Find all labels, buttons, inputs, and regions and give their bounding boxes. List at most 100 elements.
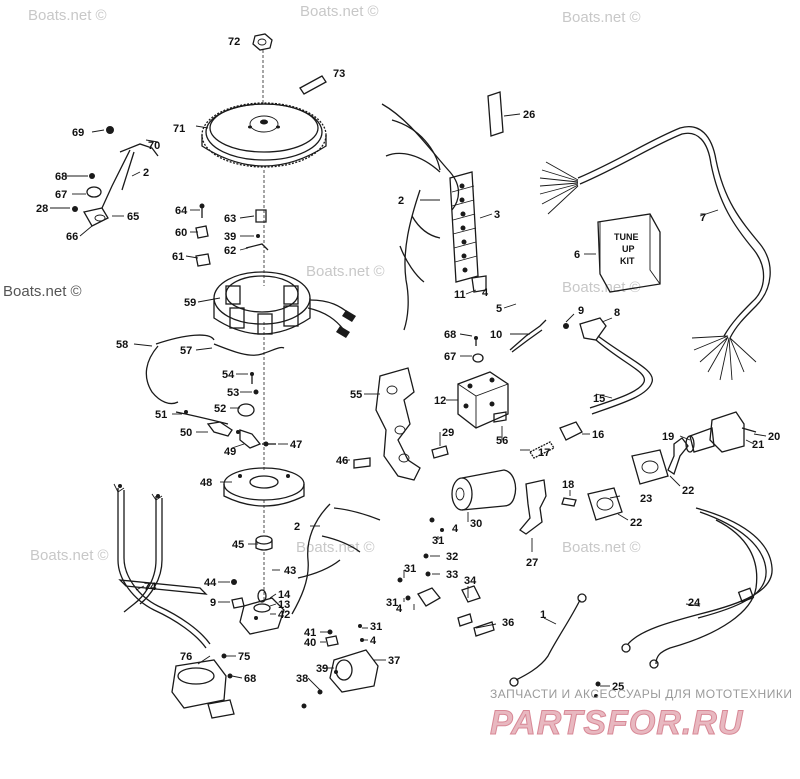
callout: 9 — [210, 597, 216, 609]
callout: 38 — [296, 673, 308, 685]
part-flywheel — [201, 102, 327, 168]
part-center-hardware — [397, 517, 495, 637]
part-main-harness — [539, 126, 771, 381]
callout: 11 — [454, 289, 466, 301]
part-bushing — [255, 535, 273, 551]
callout: 63 — [224, 213, 236, 225]
callout: 4 — [482, 287, 489, 299]
part-ground-lead — [515, 599, 581, 681]
callout: 34 — [464, 575, 477, 587]
callout: 51 — [155, 409, 167, 421]
wire-harness — [381, 103, 460, 211]
callout: 39 — [316, 663, 328, 675]
part-ground-lead — [577, 593, 587, 603]
callout: 4 — [396, 603, 403, 615]
callout: 49 — [224, 446, 236, 458]
watermark: Boats.net © — [28, 7, 107, 24]
callout: 32 — [446, 551, 458, 563]
wire-harness — [391, 119, 441, 171]
callout: 65 — [127, 211, 139, 223]
callout: 9 — [578, 305, 584, 317]
callout: 4 — [452, 523, 459, 535]
callout: 40 — [304, 637, 316, 649]
callout: 5 — [496, 303, 502, 315]
watermark: Boats.net © — [562, 9, 641, 26]
callout: 47 — [290, 439, 302, 451]
callout: 31 — [370, 621, 382, 633]
part-ground-wire — [145, 345, 179, 405]
part-bracket-cluster — [72, 126, 159, 227]
part-nut — [252, 33, 273, 51]
callout: 2 — [294, 521, 300, 533]
callout: 66 — [66, 231, 78, 243]
part-spark-boot — [529, 421, 583, 459]
part-clamp — [519, 479, 547, 535]
kit-label: KIT — [620, 256, 635, 266]
callout: 75 — [238, 651, 250, 663]
part-mount-bracket — [375, 367, 421, 481]
callout: 12 — [434, 395, 446, 407]
callout: 42 — [278, 609, 290, 621]
part-coil-lead — [472, 317, 653, 415]
callout: 27 — [526, 557, 538, 569]
part-strip — [487, 91, 504, 137]
wire-harness — [403, 189, 421, 331]
callout: 29 — [442, 427, 454, 439]
callout-layer: 72 73 71 69 70 68 2 67 28 65 66 26 2 3 7… — [36, 36, 780, 693]
wire-harness — [333, 507, 381, 521]
callout: 3 — [494, 209, 500, 221]
part-starter-solenoid — [301, 624, 379, 709]
callout: 62 — [224, 245, 236, 257]
callout: 56 — [496, 435, 508, 447]
callout: 60 — [175, 227, 187, 239]
watermark: Boats.net © — [562, 539, 641, 556]
part-solenoid-lower — [171, 653, 235, 719]
callout: 33 — [446, 569, 458, 581]
callout: 31 — [404, 563, 416, 575]
callout: 67 — [444, 351, 456, 363]
callout: 2 — [143, 167, 149, 179]
part-screw — [561, 497, 577, 507]
callout: 22 — [630, 517, 642, 529]
parts-layer: TUNE UP KIT — [72, 33, 773, 719]
callout: 68 — [244, 673, 256, 685]
watermark: Boats.net © — [30, 547, 109, 564]
callout: 43 — [284, 565, 296, 577]
callout: 41 — [304, 627, 316, 639]
wire-harness — [291, 503, 331, 615]
part-small-hardware — [195, 203, 269, 267]
brand-name: PARTSFOR.RU — [490, 704, 744, 742]
callout: 30 — [470, 518, 482, 530]
callout: 7 — [700, 212, 706, 224]
part-screw — [595, 681, 601, 687]
wire-harness — [399, 245, 425, 283]
part-lower-harness — [113, 483, 211, 649]
watermark-layer: Boats.net © Boats.net © Boats.net © Boat… — [3, 3, 641, 564]
callout: 22 — [682, 485, 694, 497]
part-switch-plates — [587, 449, 669, 521]
leader-lines — [50, 50, 767, 691]
wire-harness — [321, 535, 361, 553]
callout: 55 — [350, 389, 362, 401]
callout: 71 — [173, 123, 185, 135]
watermark: Boats.net © — [3, 283, 82, 300]
callout: 19 — [662, 431, 674, 443]
part-clip — [471, 275, 487, 293]
callout: 39 — [224, 231, 236, 243]
callout: 74 — [144, 581, 157, 593]
callout: 48 — [200, 477, 212, 489]
callout: 36 — [502, 617, 514, 629]
part-trigger-hardware — [175, 372, 262, 449]
callout: 1 — [540, 609, 546, 621]
part-battery-cables — [621, 507, 773, 669]
callout: 68 — [444, 329, 456, 341]
callout: 4 — [370, 635, 377, 647]
part-screw — [594, 694, 598, 698]
callout: 15 — [593, 393, 605, 405]
callout: 25 — [612, 681, 624, 693]
watermark: Boats.net © — [306, 263, 385, 280]
part-wire-loop — [213, 343, 285, 356]
callout: 68 — [55, 171, 67, 183]
part-tune-up-kit: TUNE UP KIT — [597, 213, 661, 293]
